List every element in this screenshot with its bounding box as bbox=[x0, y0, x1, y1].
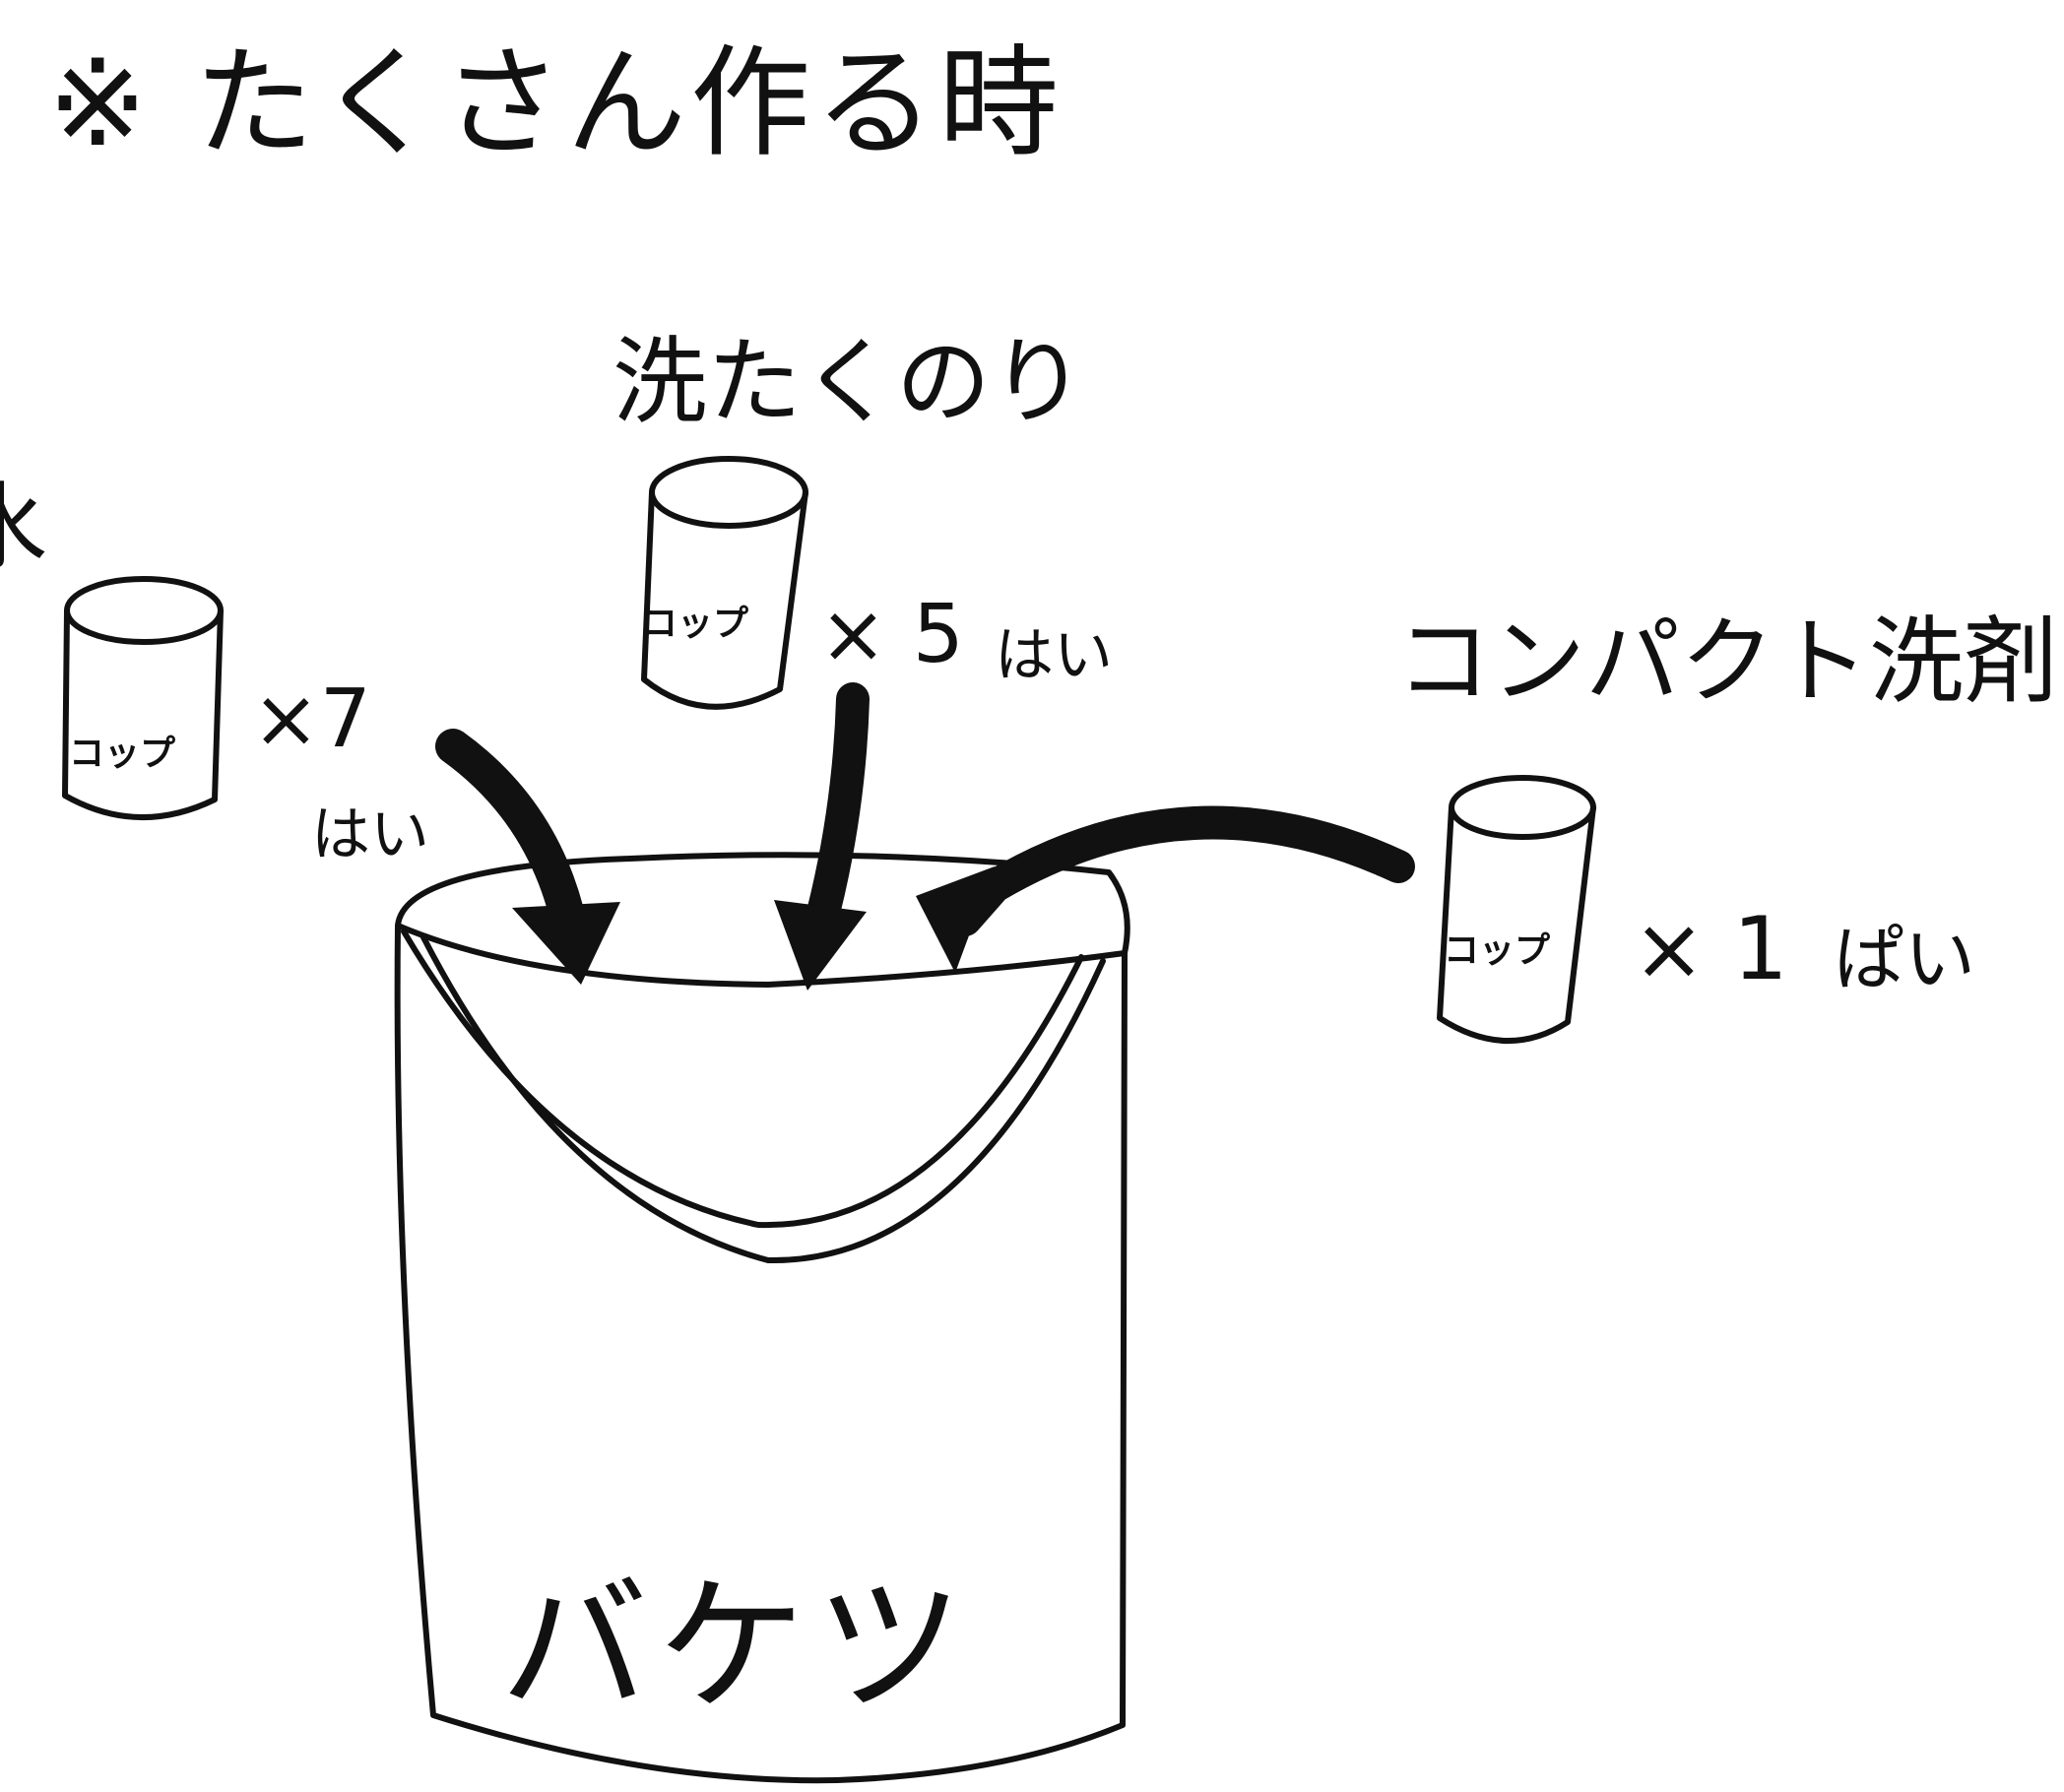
water-label: 水 bbox=[0, 480, 47, 575]
water-arrow-head bbox=[512, 902, 620, 985]
arrows bbox=[435, 682, 1415, 991]
starch-arrow-head bbox=[774, 900, 867, 991]
detergent-arrow-head bbox=[916, 866, 995, 973]
starch-multiplier: × 5 bbox=[819, 588, 964, 681]
water-cup bbox=[62, 576, 224, 821]
detergent-unit: ぱい bbox=[1834, 918, 1976, 1000]
starch-label: 洗たくのり bbox=[613, 327, 1085, 437]
water-unit: はい bbox=[311, 800, 429, 869]
water-cup-label: コップ bbox=[69, 734, 176, 774]
detergent-multiplier: × 1 bbox=[1633, 898, 1788, 999]
detergent-cup bbox=[1437, 775, 1596, 1045]
detergent-cup-label: コップ bbox=[1444, 930, 1551, 971]
page-title: ※ たくさん作る時 bbox=[47, 33, 1064, 173]
starch-unit: はい bbox=[995, 621, 1113, 690]
starch-cup bbox=[641, 456, 808, 710]
detergent-label: コンパクト洗剤 bbox=[1396, 607, 2058, 717]
water-multiplier: ×7 bbox=[252, 672, 371, 766]
starch-cup-label: コップ bbox=[642, 604, 749, 644]
bucket bbox=[394, 852, 1130, 1784]
detergent-arrow bbox=[948, 805, 1415, 936]
bucket-label: バケツ bbox=[500, 1562, 974, 1733]
